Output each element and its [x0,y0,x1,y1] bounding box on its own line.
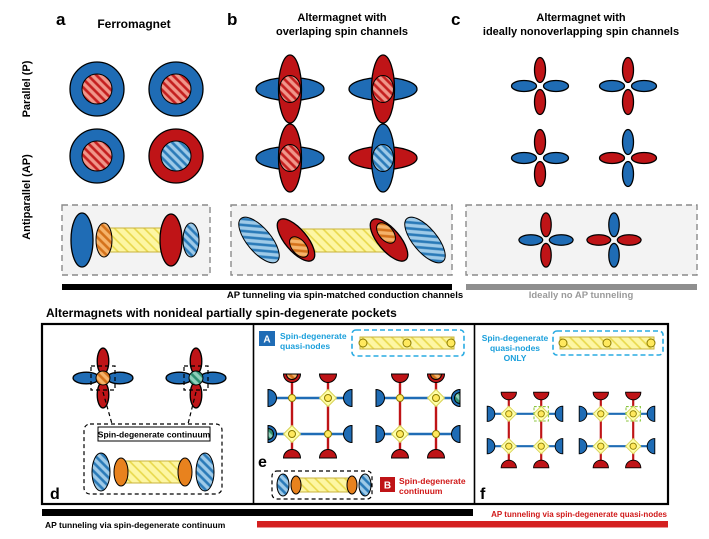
bottom-heading: Altermagnets with nonideal partially spi… [46,306,397,320]
panel-c-title-line2: ideally nonoverlapping spin channels [483,26,679,38]
quasi-node-label-1: Spin-degenerate [280,331,347,341]
altermagnet-cross-ap-left [255,123,325,193]
quasi-only-label-1: Spin-degenerate [482,333,549,343]
caption-ab: AP tunneling via spin-matched conduction… [227,290,463,301]
continuum-label-e-1: Spin-degenerate [399,476,466,486]
continuum-label-e-2: continuum [399,486,443,496]
panel-a-letter: a [56,10,66,29]
caption-c: Ideally no AP tunneling [529,290,634,301]
altermagnet-plus-ap-right [598,128,658,188]
gray-bar-c [466,284,697,290]
altermagnet-cross-p-left [255,54,325,124]
tunneling-box-c [465,204,698,276]
panel-b-title-line2: overlaping spin channels [276,26,408,38]
altermagnet-cross-p-right [348,54,418,124]
tunneling-box-b [230,204,453,276]
ferromagnet-pocket-ap-left [69,128,125,184]
fermi-grid-e-right [376,373,461,458]
red-bar-ef [257,521,668,528]
ferromagnet-pocket-p-right [148,61,204,117]
panel-b [230,54,453,276]
quasi-only-label-2: quasi-nodes [490,343,540,353]
fermi-grid-e-left [267,373,352,458]
caption-quasi-nodes: AP tunneling via spin-degenerate quasi-n… [491,510,667,519]
panel-f-letter: f [480,486,486,503]
panel-e-letter: e [258,454,267,471]
tunneling-box-a [61,204,211,276]
tunnel-bar-d [119,460,187,484]
row-label-parallel: Parallel (P) [21,60,33,117]
panel-c-title-line1: Altermagnet with [536,12,626,24]
badge-a [259,331,275,346]
continuum-label-d: Spin-degenerate continuum [98,430,211,440]
panel-d: Spin-degenerate continuum d [50,347,227,503]
panel-e: A Spin-degenerate quasi-nodes B Sp [258,329,466,500]
black-bar-ab [62,284,452,290]
altermagnet-plus-p-right [598,56,658,116]
quasi-node-inset-f [552,330,664,356]
panel-f: Spin-degenerate quasi-nodes ONLY f [480,330,664,503]
continuum-inset-e [271,470,373,500]
quasi-only-label-3: ONLY [504,353,527,363]
panel-c [465,56,698,276]
row-label-antiparallel: Antiparallel (AP) [21,154,33,240]
black-bar-de [42,509,473,516]
quasi-node-inset-e [351,329,465,357]
altermagnet-cross-ap-right [348,123,418,193]
quasi-node-label-2: quasi-nodes [280,341,330,351]
badge-a-label: A [263,335,270,346]
continuum-box-d: Spin-degenerate continuum [83,423,223,495]
altermagnet-plus-p-left [510,56,570,116]
ferromagnet-pocket-p-left [69,61,125,117]
panel-c-letter: c [451,10,460,29]
ferromagnet-pocket-ap-right [148,128,204,184]
panel-b-letter: b [227,10,237,29]
panel-a [61,61,211,276]
caption-continuum: AP tunneling via spin-degenerate continu… [45,520,226,530]
badge-b-label: B [384,481,391,492]
badge-b [380,477,395,492]
panel-d-letter: d [50,486,60,503]
altermagnet-plus-ap-left [510,128,570,188]
panel-a-title: Ferromagnet [97,17,170,31]
panel-b-title-line1: Altermagnet with [297,12,387,24]
